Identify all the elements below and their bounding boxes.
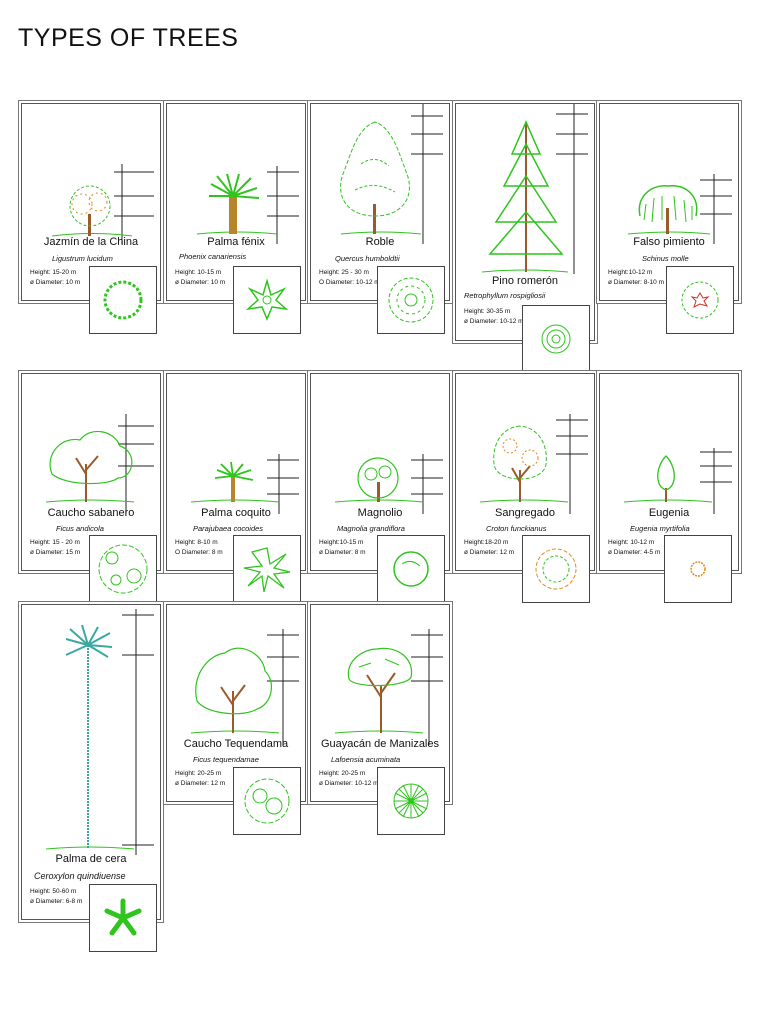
tree-name: Pino romerón <box>491 275 559 287</box>
height-spec: Height: 50-60 m <box>30 888 77 895</box>
wax-palm-icon <box>45 609 154 855</box>
plan-view-icon <box>535 548 577 590</box>
plan-view <box>89 884 157 952</box>
tree-name: Guayacán de Manizales <box>320 738 439 750</box>
plan-view <box>89 266 157 334</box>
plan-view-icon <box>681 281 719 319</box>
round-tree-icon <box>51 164 154 244</box>
guayacan-tree-icon <box>334 629 443 745</box>
palm-tree-icon <box>196 166 299 244</box>
diameter-spec: ø Diameter: 8-10 m <box>608 279 664 286</box>
plan-view-icon <box>244 778 290 824</box>
height-spec: Height: 15-20 m <box>30 269 77 276</box>
diameter-spec: ø Diameter: 4-5 m <box>608 549 661 556</box>
scientific-name: Phoenix canariensis <box>179 252 247 261</box>
scientific-name: Eugenia myrtifolia <box>630 524 690 533</box>
plan-view-icon <box>98 544 148 594</box>
plan-view-icon <box>393 551 429 587</box>
page-title: TYPES OF TREES <box>18 24 239 52</box>
tree-name: Caucho sabanero <box>47 507 135 519</box>
ficus-tree-icon <box>190 629 299 745</box>
oak-tree-icon <box>340 104 443 244</box>
plan-view <box>233 767 301 835</box>
height-spec: Height: 10-15 m <box>175 269 222 276</box>
diameter-spec: ø Diameter: 10 m <box>30 279 81 286</box>
height-spec: Height:10-15 m <box>319 539 364 546</box>
tree-name: Palma fénix <box>207 236 265 248</box>
scientific-name: Ligustrum lucidum <box>52 254 113 263</box>
scientific-name: Retrophyllum rospigliosii <box>464 291 546 300</box>
diameter-spec: ø Diameter: 12 m <box>175 780 226 787</box>
plan-view <box>377 535 445 603</box>
plan-view <box>522 535 590 603</box>
plan-view <box>666 266 734 334</box>
height-spec: Height: 10-12 m <box>608 539 655 546</box>
wide-tree-icon <box>45 414 154 514</box>
plan-view-icon <box>104 898 142 936</box>
height-spec: Height: 8-10 m <box>175 539 218 546</box>
scientific-name: Magnolia grandiflora <box>337 524 405 533</box>
diameter-spec: ø Diameter: 15 m <box>30 549 81 556</box>
small-palm-icon <box>190 454 299 514</box>
plan-view-icon <box>245 278 289 321</box>
scientific-name: Ficus andicola <box>56 524 104 533</box>
diameter-spec: ø Diameter: 6-8 m <box>30 898 83 905</box>
plan-view <box>522 305 590 373</box>
diameter-spec: ø Diameter: 10-12 m <box>464 318 524 325</box>
scientific-name: Ceroxylon quindiuense <box>34 871 126 881</box>
tree-card-palma-de-cera: Palma de cera Ceroxylon quindiuense Heig… <box>21 604 161 920</box>
height-spec: Height: 30-35 m <box>464 308 511 315</box>
plan-view <box>233 535 301 603</box>
plan-view-icon <box>243 547 291 593</box>
height-spec: Height:18-20 m <box>464 539 509 546</box>
plan-view-icon <box>393 783 429 819</box>
pine-tree-icon <box>481 104 588 274</box>
diameter-spec: ø Diameter: 12 m <box>464 549 515 556</box>
diameter-spec: ø Diameter: 8 m <box>319 549 366 556</box>
magnolia-tree-icon <box>334 454 443 514</box>
scientific-name: Quercus humboldtii <box>335 254 400 263</box>
plan-view-icon <box>541 324 571 354</box>
plan-view-icon <box>690 561 706 577</box>
height-spec: Height: 25 - 30 m <box>319 269 369 276</box>
height-spec: Height: 20-25 m <box>319 770 366 777</box>
plan-view <box>233 266 301 334</box>
scientific-name: Lafoensia acuminata <box>331 755 401 764</box>
plan-view-icon <box>103 280 143 320</box>
height-spec: Height: 20-25 m <box>175 770 222 777</box>
tree-card-pino-romeron: Pino romerón Retrophyllum rospigliosii H… <box>455 103 595 341</box>
plan-view <box>89 535 157 603</box>
tree-name: Caucho Tequendama <box>183 738 289 750</box>
plan-view <box>664 535 732 603</box>
diameter-spec: O Diameter: 10-12 m <box>319 279 380 286</box>
height-spec: Height:10-12 m <box>608 269 653 276</box>
tree-name: Sangregado <box>495 507 555 519</box>
tree-name: Jazmín de la China <box>43 236 139 248</box>
diameter-spec: ø Diameter: 10 m <box>175 279 226 286</box>
tree-name: Eugenia <box>648 507 690 519</box>
narrow-tree-icon <box>623 448 732 514</box>
diameter-spec: O Diameter: 8 m <box>175 549 223 556</box>
tree-name: Falso pimiento <box>633 236 705 248</box>
sangregado-tree-icon <box>479 414 588 514</box>
weeping-tree-icon <box>627 174 732 244</box>
scientific-name: Croton funckianus <box>486 524 547 533</box>
tree-name: Palma de cera <box>55 853 127 865</box>
tree-name: Roble <box>365 236 395 248</box>
plan-view <box>377 767 445 835</box>
scientific-name: Schinus molle <box>642 254 689 263</box>
plan-view-icon <box>388 277 434 323</box>
tree-name: Magnolio <box>357 507 403 519</box>
scientific-name: Parajubaea cocoides <box>193 524 264 533</box>
diameter-spec: ø Diameter: 10-12 m <box>319 780 379 787</box>
height-spec: Height: 15 - 20 m <box>30 539 80 546</box>
plan-view <box>377 266 445 334</box>
tree-name: Palma coquito <box>201 507 271 519</box>
scientific-name: Ficus tequendamae <box>193 755 259 764</box>
